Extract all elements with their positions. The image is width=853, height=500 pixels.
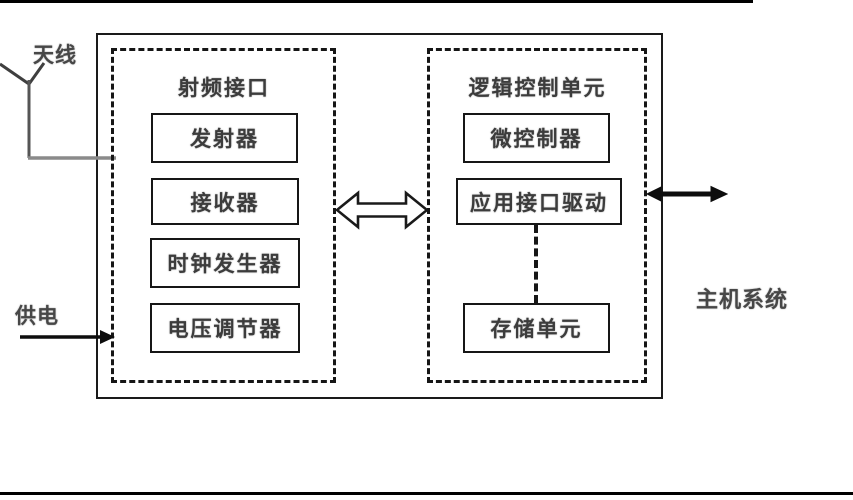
power-arrow-icon [19,328,115,346]
antenna-icon [0,55,120,165]
block-application-interface-driver: 应用接口驱动 [456,178,622,225]
double-arrow-icon [335,190,429,230]
power-label: 供电 [15,304,59,328]
host-system-label: 主机系统 [696,287,789,312]
logic-control-unit-title: 逻辑控制单元 [468,76,607,100]
chip-outer-boundary [96,33,663,399]
block-microcontroller: 微控制器 [463,113,610,163]
antenna-label: 天线 [33,43,77,67]
top-rule-bar [0,0,753,3]
block-clock-generator: 时钟发生器 [150,238,300,288]
rf-interface-unit-title: 射频接口 [178,76,270,100]
driver-storage-dashed-connector [534,225,538,303]
logic-control-unit-box [427,48,647,383]
host-double-arrow-icon [646,184,728,204]
block-transmitter: 发射器 [151,113,298,163]
block-voltage-regulator: 电压调节器 [150,303,300,353]
bottom-rule-bar [0,492,853,495]
rf-interface-unit-box [111,48,336,383]
block-receiver: 接收器 [151,178,299,225]
block-storage-unit: 存储单元 [463,303,610,353]
